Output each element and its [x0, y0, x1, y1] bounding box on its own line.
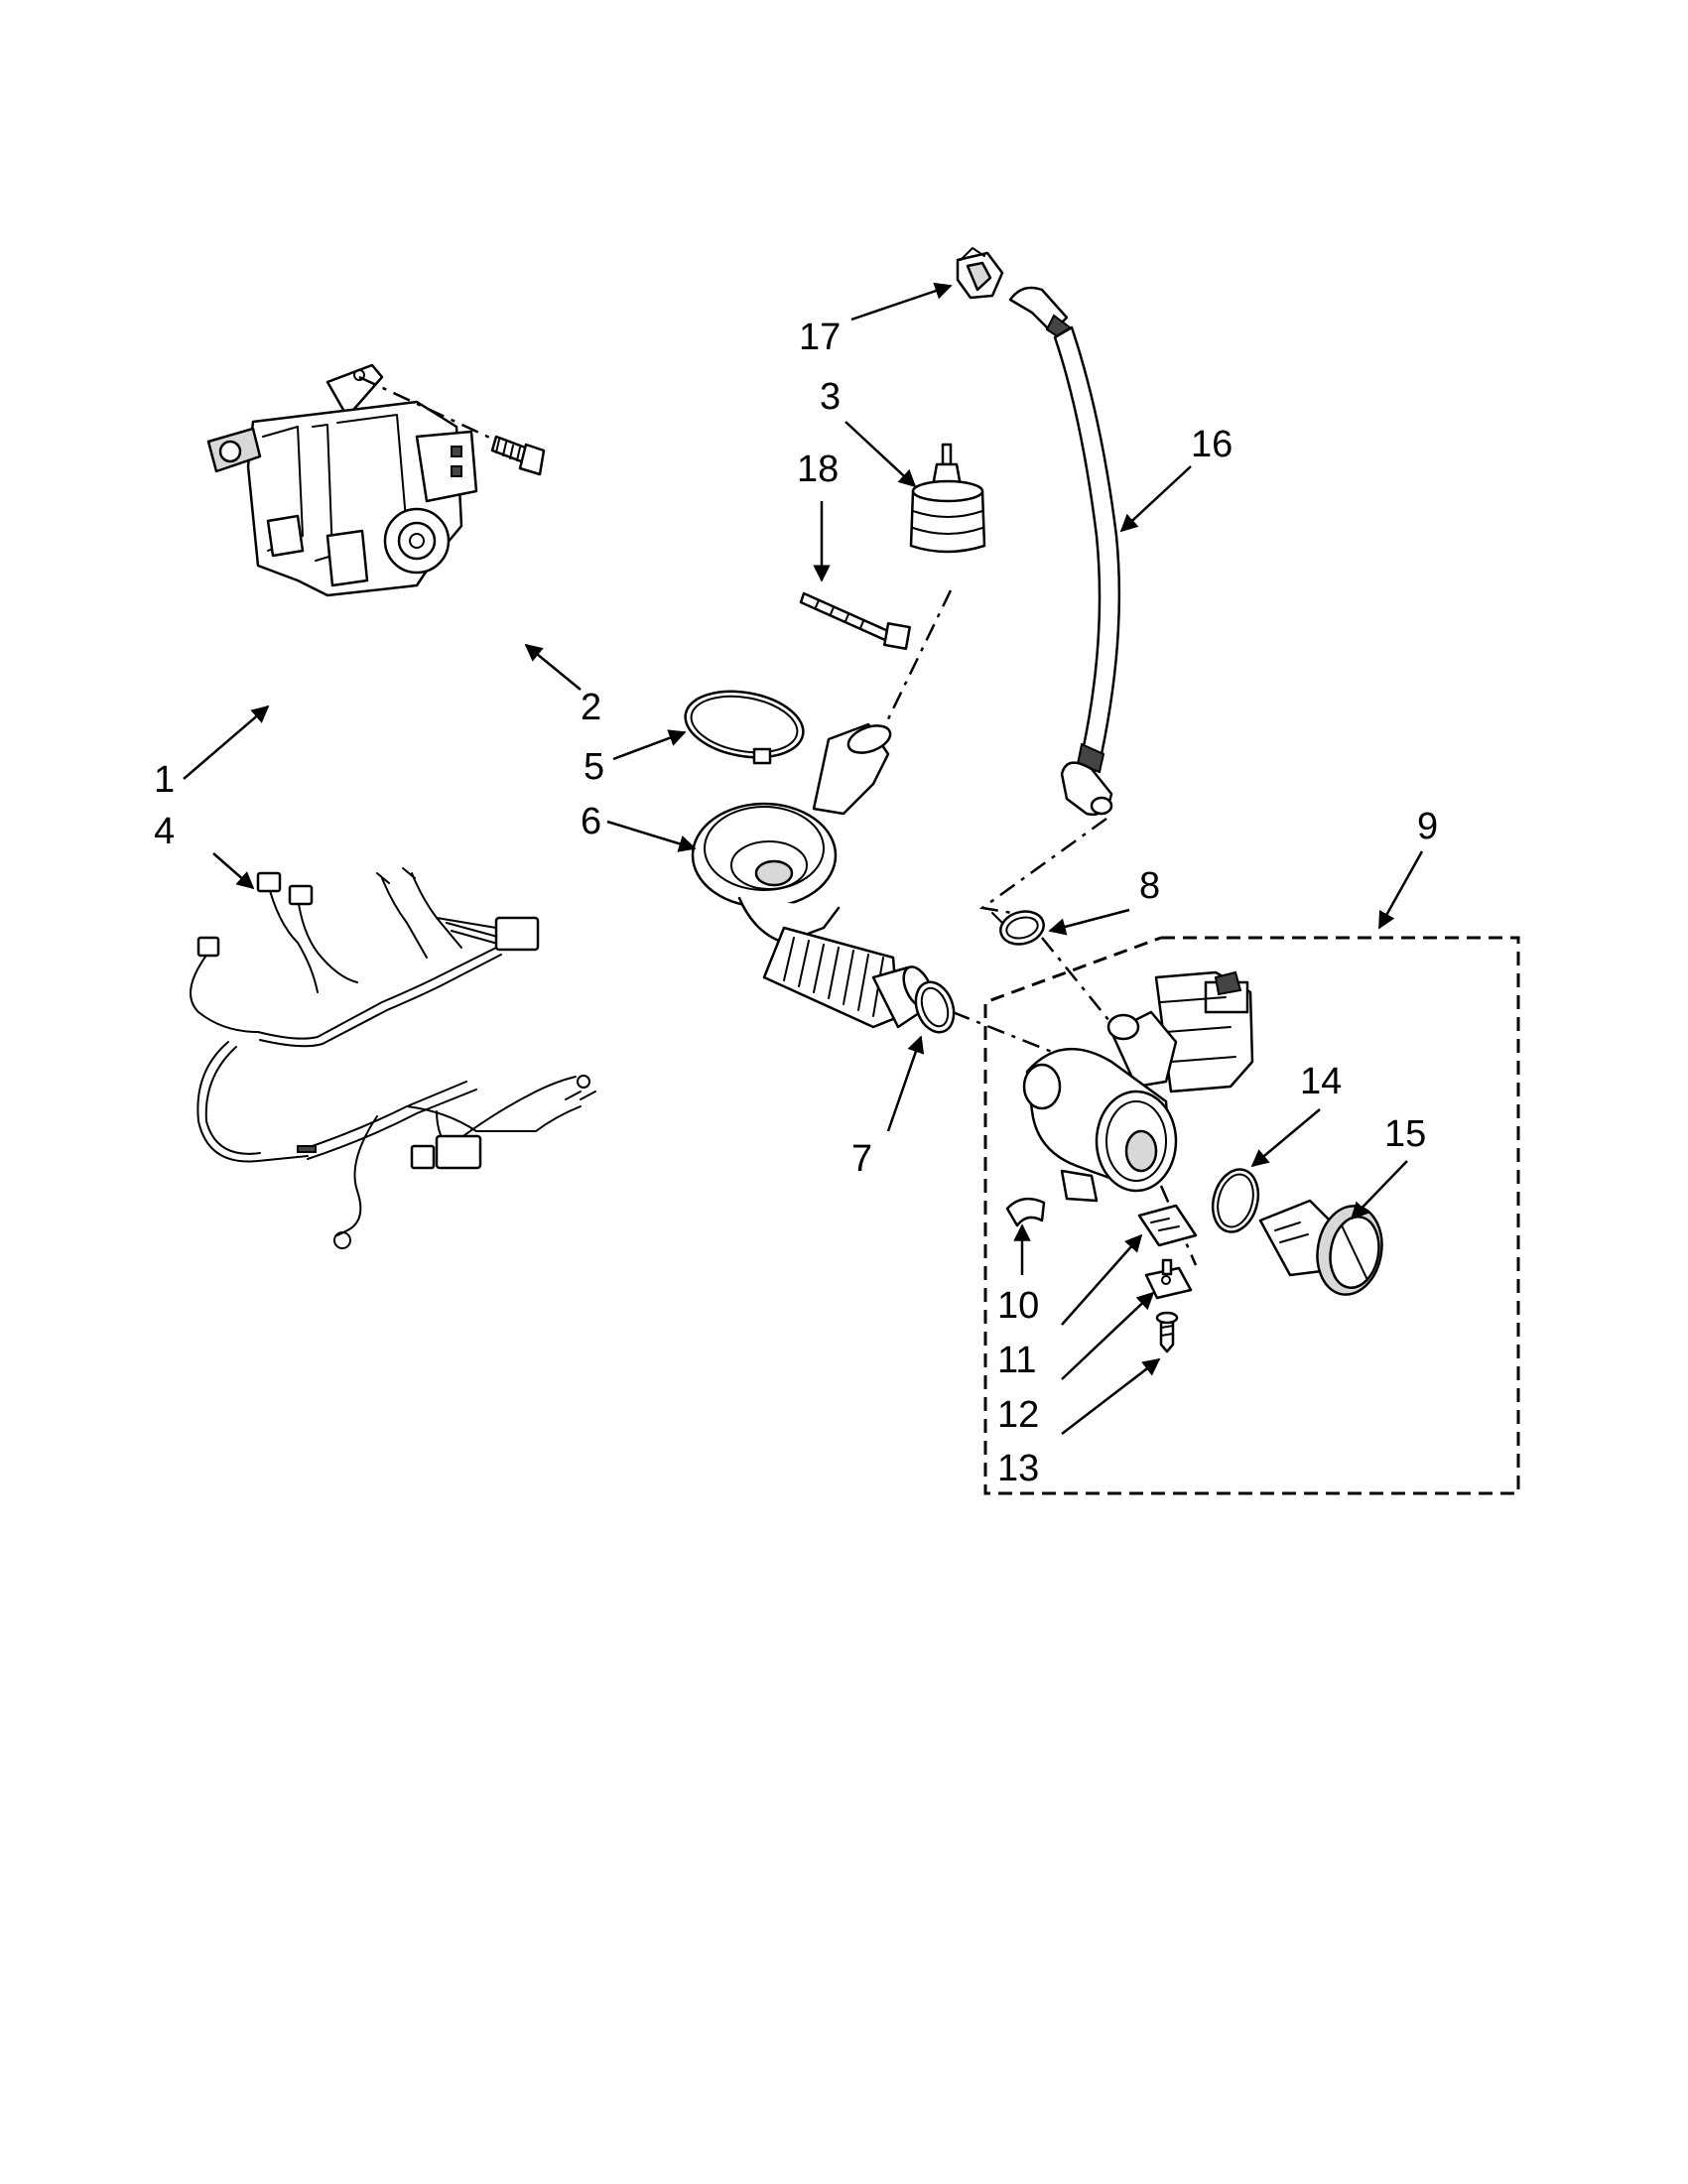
- callout-3: 3: [820, 376, 841, 418]
- callout-4: 4: [154, 811, 175, 852]
- leader-4: [212, 852, 255, 890]
- sump-hose: [691, 722, 934, 1029]
- leader-16: [1119, 465, 1192, 533]
- callout-17: 17: [799, 317, 841, 358]
- leader-6: [606, 820, 697, 852]
- callout-11: 11: [997, 1340, 1036, 1381]
- bolt-alignment-line: [358, 375, 497, 443]
- leader-9: [1377, 850, 1424, 930]
- clamp-alignment-line: [952, 1010, 1053, 1054]
- callout-14: 14: [1300, 1061, 1342, 1102]
- hose-clamp: [684, 690, 805, 765]
- leader-5: [612, 729, 687, 761]
- hose-clip: [956, 247, 1004, 300]
- leader-8: [1048, 908, 1130, 936]
- callout-5: 5: [584, 746, 604, 788]
- leader-3: [844, 421, 917, 488]
- cable-tie: [799, 591, 911, 650]
- leader-7: [886, 1035, 925, 1132]
- callout-1: 1: [154, 759, 175, 801]
- callout-15: 15: [1384, 1113, 1426, 1155]
- dome-alignment-line: [881, 589, 953, 730]
- drain-hose: [1008, 286, 1121, 817]
- callout-18: 18: [797, 449, 839, 490]
- drain-pump-filter: [1258, 1199, 1383, 1296]
- leader-15: [1350, 1160, 1408, 1220]
- callout-10: 10: [997, 1285, 1039, 1327]
- callout-16: 16: [1191, 424, 1233, 465]
- drive-motor: [206, 363, 478, 597]
- leader-1: [183, 705, 270, 780]
- hose-alignment-line: [978, 817, 1107, 915]
- callout-6: 6: [581, 801, 601, 842]
- callout-2: 2: [581, 687, 601, 728]
- drain-pump: [1022, 970, 1254, 1203]
- callout-8: 8: [1139, 865, 1160, 907]
- pump-clip: [1005, 1197, 1046, 1227]
- drain-hose-clamp: [991, 910, 1045, 946]
- leader-13: [1061, 1357, 1161, 1435]
- leader-12: [1061, 1291, 1155, 1380]
- callout-13: 13: [997, 1448, 1039, 1489]
- pump-mount-bracket: [1144, 1258, 1193, 1300]
- air-dome: [909, 443, 986, 554]
- leader-11: [1061, 1233, 1143, 1326]
- pump-inlet-alignment-line: [1041, 937, 1127, 1043]
- callout-9: 9: [1417, 806, 1438, 847]
- filter-o-ring: [1211, 1168, 1260, 1233]
- wire-harness: [190, 867, 596, 1249]
- pump-hose-clamp: [914, 980, 956, 1034]
- motor-bolt: [490, 435, 546, 476]
- callout-labels: 1 2 3 4 5 6 7 8 9 10 11 12 13 14 15 16 1…: [154, 317, 1438, 1489]
- callout-12: 12: [997, 1394, 1039, 1436]
- callout-leaders: [183, 282, 1424, 1435]
- pump-foot-pad: [1137, 1204, 1198, 1247]
- pump-screw: [1155, 1311, 1179, 1353]
- leader-2: [524, 643, 582, 691]
- pump-assembly-boundary: [983, 936, 1520, 1495]
- leader-17: [850, 282, 953, 321]
- callout-7: 7: [851, 1138, 872, 1180]
- leader-14: [1250, 1108, 1321, 1168]
